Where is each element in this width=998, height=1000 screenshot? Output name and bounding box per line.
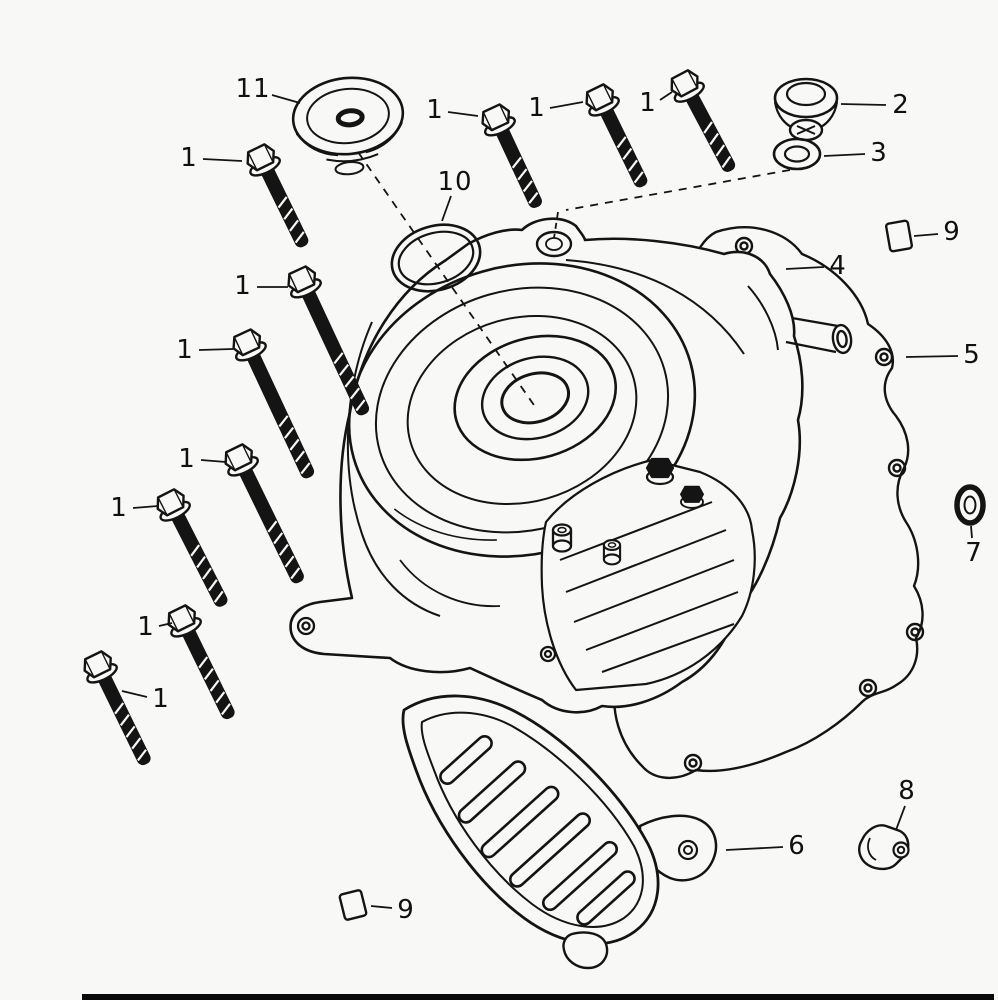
flange-bolt	[585, 83, 648, 188]
guard-inner-line	[420, 711, 644, 928]
flange-bolt	[246, 143, 309, 248]
cover-top-curve-2	[747, 285, 779, 351]
leader-line-clip-bottom	[370, 905, 393, 909]
leader-line-bolt-left-3	[198, 348, 234, 351]
leader-line-bolt-left-5	[132, 505, 159, 509]
leader-line-washer	[823, 153, 866, 157]
flange-bolt	[224, 443, 304, 584]
seal	[954, 484, 986, 526]
leader-line-bolt-left-1	[202, 158, 243, 162]
leader-line-guard	[725, 846, 784, 851]
leader-line-clip-right	[913, 233, 939, 237]
installed-hex-bolt	[645, 457, 675, 486]
flange-bolts	[83, 69, 736, 766]
flange-bolt	[232, 328, 315, 479]
leader-line-gasket	[905, 355, 959, 358]
stud-boss	[551, 523, 573, 553]
leader-line-bracket	[895, 805, 906, 831]
flange-bolt	[83, 650, 151, 766]
page-edge-line	[82, 994, 994, 1000]
leader-line-bolt-bottom	[121, 690, 148, 698]
clip-bottom	[338, 889, 368, 921]
cover-ribs	[559, 501, 739, 673]
slotted-guard	[401, 694, 718, 970]
cover-volute-curve-2	[399, 559, 501, 608]
leader-line-bolt-top-3	[659, 91, 673, 101]
guard-foot	[562, 931, 609, 970]
leader-line-cap	[840, 103, 887, 106]
cap	[773, 77, 839, 142]
cover-ear-holes	[296, 616, 557, 663]
flange-bolt	[167, 604, 235, 720]
filler-plug	[291, 76, 405, 176]
guard-arm-hole	[677, 839, 699, 861]
clip-right	[885, 219, 913, 253]
flange-bolt	[287, 265, 370, 416]
leader-line-bolt-left-4	[200, 459, 227, 463]
leader-line-bolt-left-6	[158, 622, 173, 627]
guard-slots	[439, 734, 636, 926]
loose-parts	[291, 76, 986, 921]
cover-outlet-nipple	[785, 316, 853, 355]
stud-boss	[602, 539, 622, 566]
cover-top-curve	[565, 259, 745, 355]
flange-bolt	[670, 69, 736, 172]
leader-line-filler-plug	[271, 94, 301, 104]
leader-line-o-ring	[441, 195, 452, 222]
installed-hex-bolt	[680, 485, 704, 509]
bracket	[858, 824, 910, 871]
flange-bolt	[481, 103, 542, 208]
callout-leader-lines	[121, 91, 973, 909]
assembly-dashed-lines	[357, 151, 791, 409]
engine-cover	[289, 217, 853, 714]
leader-line-seal	[970, 525, 973, 539]
leader-line-bolt-top-2	[549, 101, 584, 109]
washer	[772, 137, 822, 171]
cover-boss-rings	[347, 262, 697, 558]
o-ring	[390, 223, 482, 293]
leader-line-cover	[785, 266, 825, 270]
flange-bolt	[156, 488, 228, 607]
leader-line-bolt-top-1	[447, 111, 479, 117]
